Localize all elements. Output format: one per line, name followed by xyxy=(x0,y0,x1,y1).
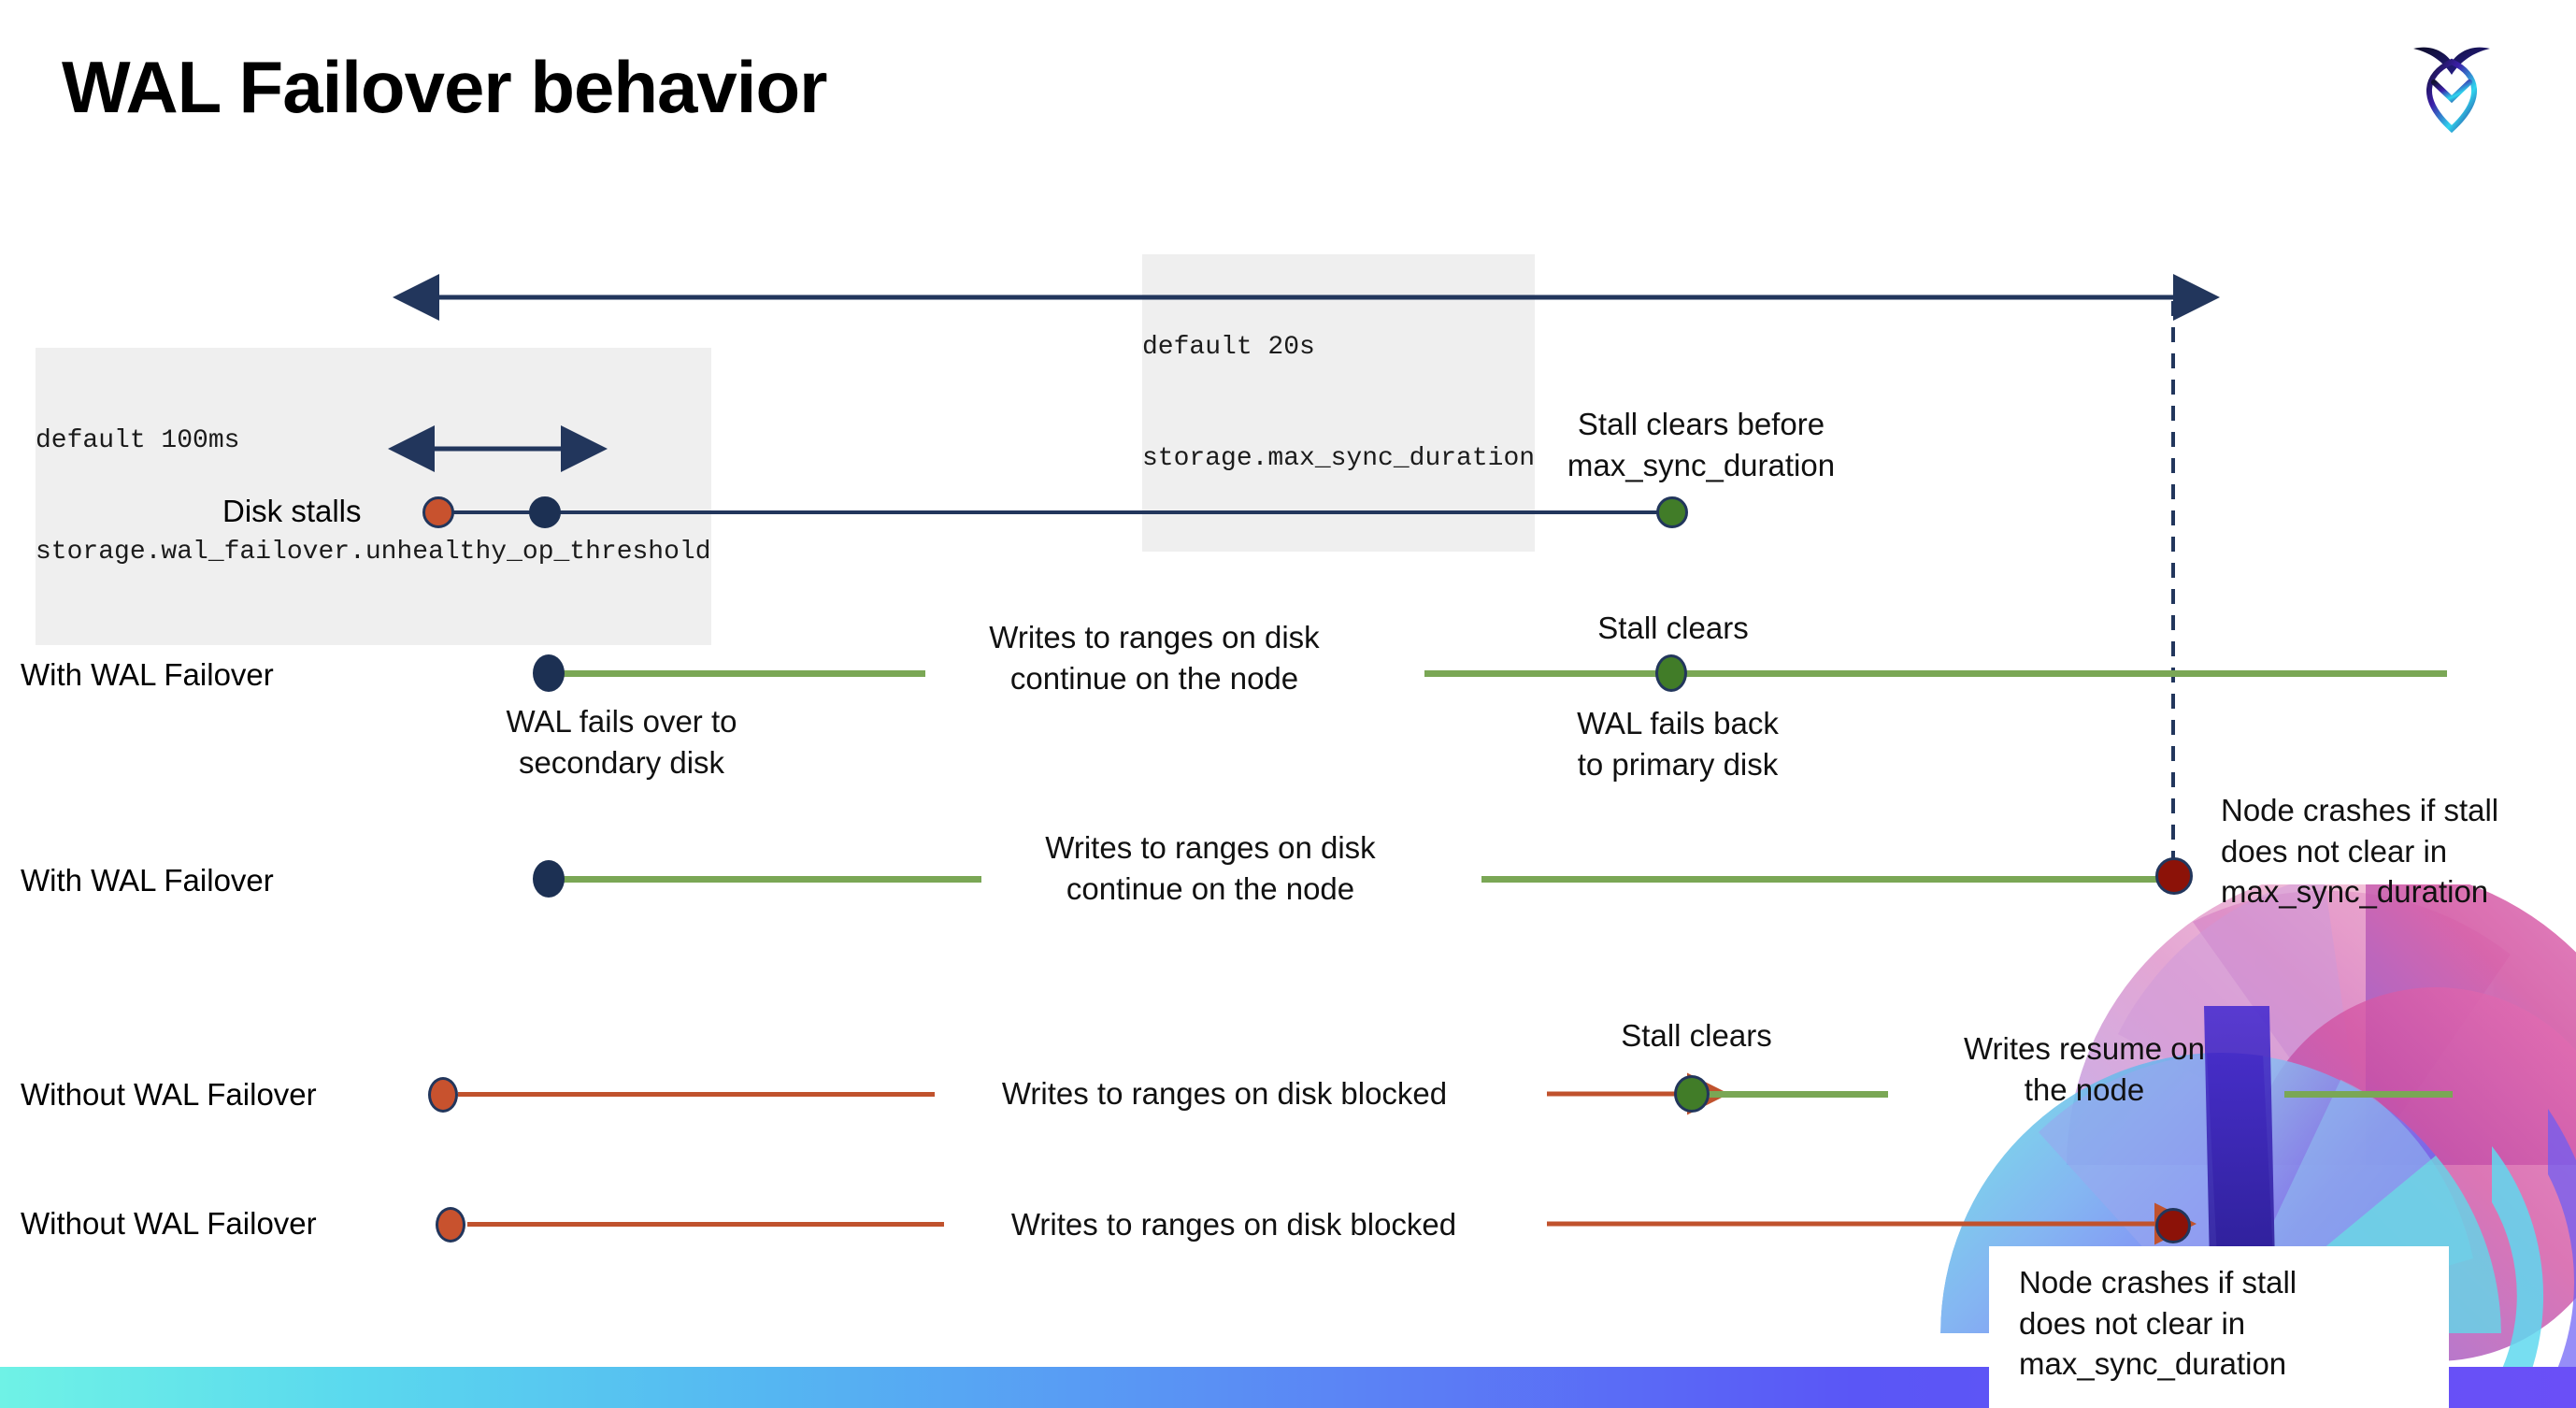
with-wal-failover-1-start-dot xyxy=(533,654,565,692)
row-label-disk-stalls: Disk stalls xyxy=(222,494,362,528)
without-wal-failover-1-track-left xyxy=(458,1092,935,1097)
unhealthy-threshold-default: default 100ms xyxy=(36,425,240,455)
page-title: WAL Failover behavior xyxy=(62,46,827,128)
note-wal-fails-back: WAL fails back to primary disk xyxy=(1577,706,1779,782)
note-writes-resume: Writes resume on the node xyxy=(1964,1031,2205,1107)
with-wal-failover-2-track-left xyxy=(551,876,981,883)
note-node-crashes-row5: Node crashes if stall does not clear in … xyxy=(2019,1265,2297,1382)
with-wal-failover-2-crash-dot xyxy=(2155,857,2193,895)
row-label-with-wal-failover-1: With WAL Failover xyxy=(21,657,274,692)
without-wal-failover-1-clear-dot xyxy=(1674,1075,1710,1113)
without-wal-failover-1-start-dot xyxy=(428,1077,458,1113)
note-writes-continue-row2: Writes to ranges on disk continue on the… xyxy=(989,620,1320,696)
without-wal-failover-2-start-dot xyxy=(436,1207,465,1243)
row-label-without-wal-failover-1: Without WAL Failover xyxy=(21,1077,317,1112)
without-wal-failover-2-track-left xyxy=(467,1222,944,1227)
with-wal-failover-1-track-left xyxy=(551,670,925,677)
row-label-with-wal-failover-2: With WAL Failover xyxy=(21,863,274,898)
with-wal-failover-2-track-right xyxy=(1481,876,2173,883)
with-wal-failover-2-start-dot xyxy=(533,860,565,898)
unhealthy-threshold-label: default 100ms storage.wal_failover.unhea… xyxy=(36,348,711,645)
note-writes-blocked-row5: Writes to ranges on disk blocked xyxy=(1010,1207,1457,1242)
note-writes-blocked-row4: Writes to ranges on disk blocked xyxy=(1001,1076,1448,1111)
note-node-crashes-row3: Node crashes if stall does not clear in … xyxy=(2221,793,2499,910)
with-wal-failover-1-track-right xyxy=(1424,670,2447,677)
disk-stalls-clear-dot xyxy=(1656,496,1688,528)
with-wal-failover-1-clear-dot xyxy=(1655,654,1687,692)
cockroachdb-logo-icon xyxy=(2398,32,2505,135)
disk-stalls-track xyxy=(439,510,1673,514)
disk-stalls-start-dot xyxy=(422,496,454,528)
unhealthy-threshold-setting: storage.wal_failover.unhealthy_op_thresh… xyxy=(36,537,711,567)
note-stall-clears-row2: Stall clears xyxy=(1597,611,1749,645)
row-label-without-wal-failover-2: Without WAL Failover xyxy=(21,1206,317,1241)
note-writes-continue-row3: Writes to ranges on disk continue on the… xyxy=(1045,830,1376,906)
node-crashes-callout-panel xyxy=(1989,1246,2449,1408)
note-stall-clears-row4: Stall clears xyxy=(1621,1018,1772,1053)
max-sync-duration-setting: storage.max_sync_duration xyxy=(1142,443,1536,473)
without-wal-failover-2-crash-dot xyxy=(2155,1208,2191,1243)
note-wal-fails-over: WAL fails over to secondary disk xyxy=(506,704,737,780)
without-wal-failover-1-track-mid xyxy=(1707,1091,1888,1098)
max-sync-duration-label: default 20s storage.max_sync_duration xyxy=(1142,254,1536,552)
max-sync-duration-default: default 20s xyxy=(1142,332,1315,362)
note-stall-clears-before-max-sync: Stall clears before max_sync_duration xyxy=(1567,407,1836,482)
without-wal-failover-1-track-right xyxy=(2284,1091,2453,1098)
disk-stalls-failover-dot xyxy=(529,496,561,528)
